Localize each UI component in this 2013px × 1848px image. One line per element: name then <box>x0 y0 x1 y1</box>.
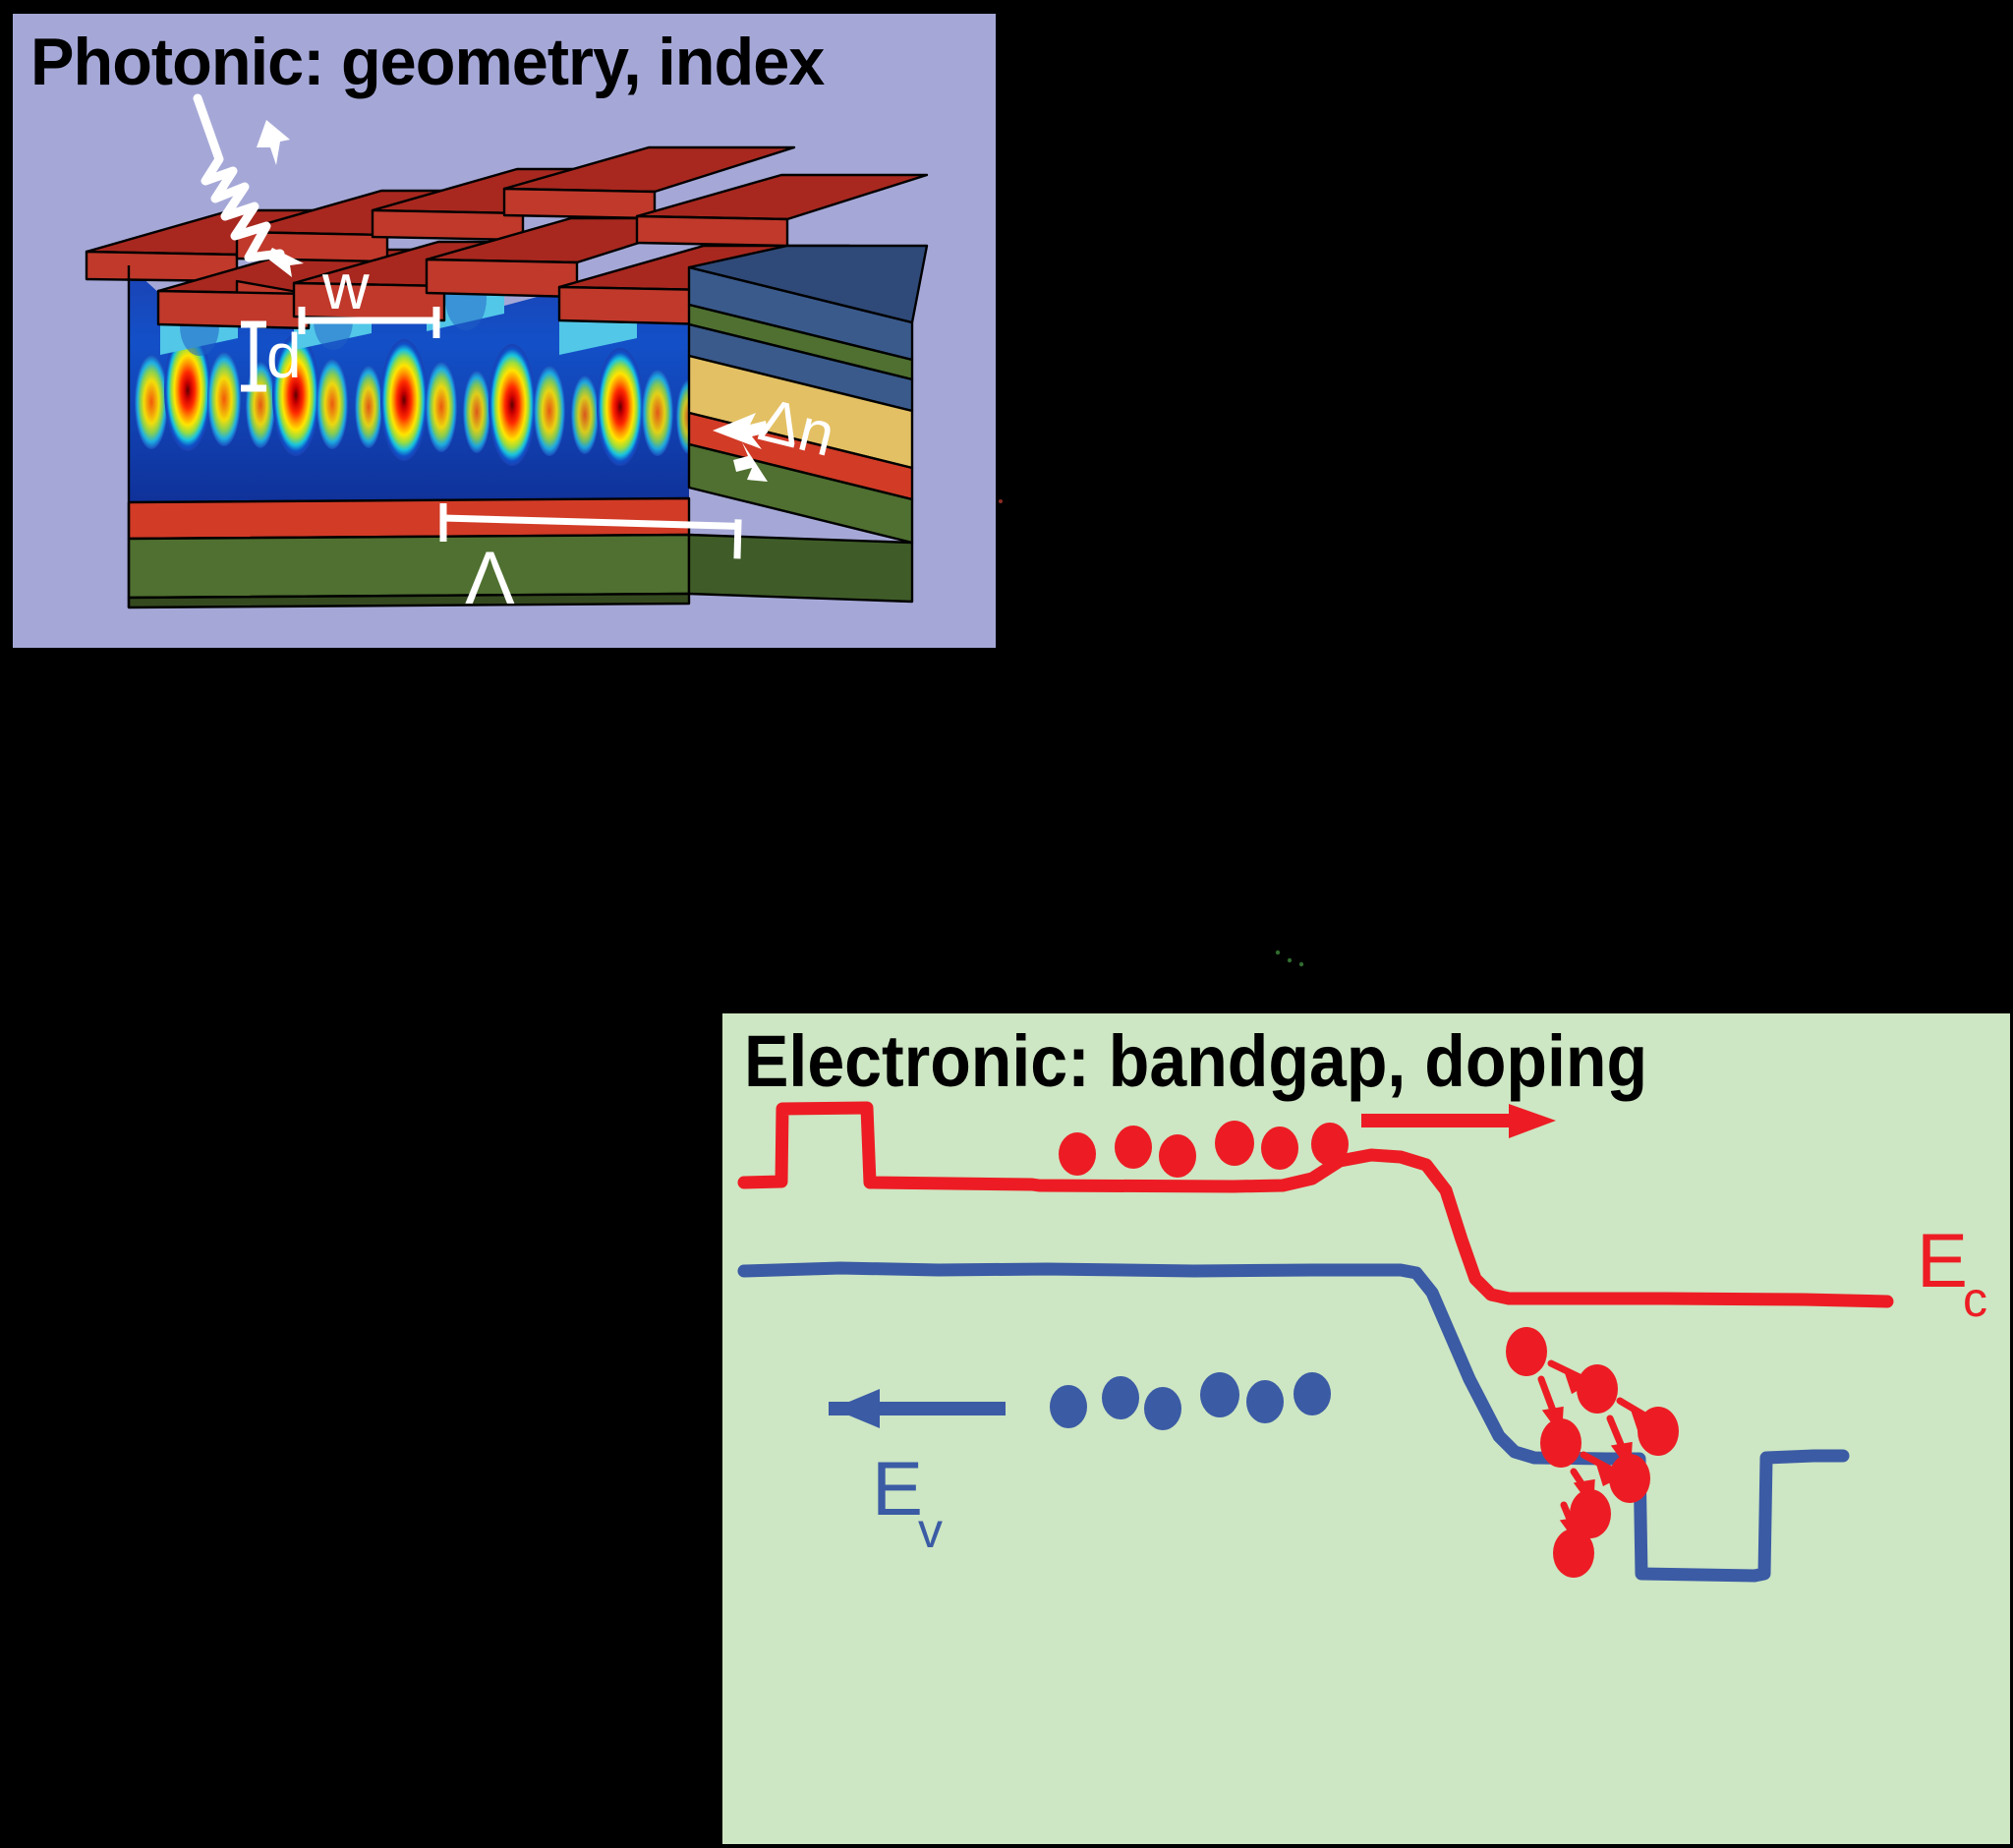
valence-band-label-subscript: v <box>918 1503 943 1558</box>
conduction-band-curve <box>737 1101 1894 1308</box>
conduction-band-label-subscript: c <box>1963 1272 1987 1327</box>
electronic-panel-title: Electronic: bandgap, doping <box>744 1020 1648 1102</box>
valence-band-label: E <box>872 1445 923 1531</box>
electronic-panel: Electronic: bandgap, doping <box>722 1013 2010 1844</box>
leader-speck-right <box>999 499 1003 503</box>
photonic-panel: Photonic: geometry, index <box>13 14 996 648</box>
grating-ridges <box>85 145 929 330</box>
leader-speck-mid <box>1275 950 1304 967</box>
valence-holes <box>1050 1372 1331 1430</box>
dimension-period <box>439 503 742 559</box>
index-contrast-arrow <box>713 413 768 482</box>
dimension-label-depth: d <box>266 320 302 391</box>
valence-band-curve <box>737 1261 1850 1583</box>
dimension-label-period: Λ <box>465 537 515 620</box>
incident-light-arrow <box>193 93 285 262</box>
band-diagram: E c E v <box>737 1101 1987 1583</box>
photonic-panel-title: Photonic: geometry, index <box>30 25 825 99</box>
incident-light-arrowheads <box>257 120 304 277</box>
cascade-electrons <box>1506 1327 1679 1578</box>
dimension-depth <box>241 320 266 392</box>
conduction-electrons <box>1059 1121 1349 1178</box>
substrate-front-face <box>127 496 914 609</box>
hole-flow-arrow <box>829 1389 1006 1428</box>
dimension-width <box>298 307 440 338</box>
dimension-label-width: w <box>321 250 370 322</box>
photonic-illustration: d w Δn Λ <box>85 93 929 620</box>
conduction-band-label: E <box>1917 1217 1968 1303</box>
electron-flow-arrow <box>1361 1104 1556 1138</box>
cascade-relaxation-arrows <box>1537 1359 1664 1547</box>
